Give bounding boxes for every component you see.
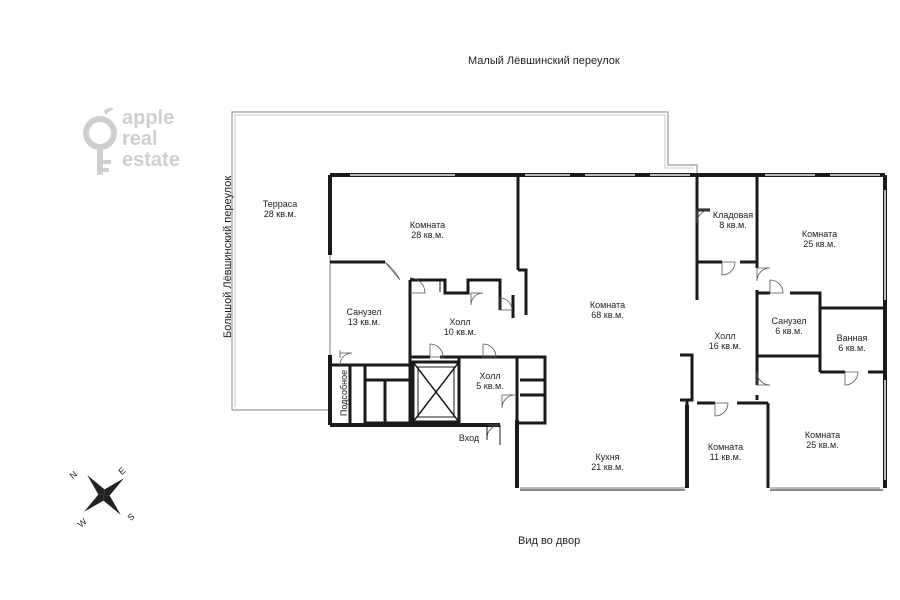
room-main-area: 68 кв.м. <box>591 310 624 320</box>
room-pantry: Кладовая 8 кв.м. <box>707 210 759 230</box>
room-hall-e: Холл 16 кв.м. <box>700 331 750 351</box>
room-nw-area: 28 кв.м. <box>411 230 444 240</box>
room-se-area: 25 кв.м. <box>806 440 839 450</box>
room-main-name: Комната <box>589 300 626 310</box>
room-hall-small-name: Холл <box>479 371 501 381</box>
compass-rose <box>84 475 124 515</box>
room-pantry-area: 8 кв.м. <box>719 220 747 230</box>
room-hall-e-area: 16 кв.м. <box>708 341 742 351</box>
door-swings <box>339 209 859 439</box>
room-nw: Комната 28 кв.м. <box>400 220 455 240</box>
room-kitchen-area: 21 кв.м. <box>591 462 624 472</box>
room-hall-e-name: Холл <box>714 331 736 341</box>
room-se-name: Комната <box>804 430 841 440</box>
room-utility-name: Подсобное <box>339 369 349 417</box>
room-utility: Подсобное <box>339 363 349 423</box>
room-bath-e-area: 6 кв.м. <box>775 326 803 336</box>
room-bath-e-name: Санузел <box>771 316 807 326</box>
room-hall-w-area: 10 кв.м. <box>443 327 477 337</box>
interior-walls <box>330 175 885 488</box>
room-nw-name: Комната <box>409 220 446 230</box>
street-left: Большой Лёвшинский переулок <box>222 175 234 338</box>
street-bottom: Вид во двор <box>518 535 581 547</box>
room-terrace-area: 28 кв.м. <box>263 209 297 219</box>
room-bath-w-area: 13 кв.м. <box>347 317 381 327</box>
logo-line-1: apple <box>122 107 175 129</box>
terrace-outline <box>231 111 698 411</box>
room-ne-name: Комната <box>801 229 838 239</box>
room-hall-small-area: 5 кв.м. <box>476 381 504 391</box>
logo-line-3: estate <box>122 149 180 171</box>
street-top: Малый Лёвшинский переулок <box>468 55 620 67</box>
logo-line-2: real <box>122 128 158 150</box>
room-s11-name: Комната <box>707 442 744 452</box>
windows <box>329 174 886 489</box>
room-bath-w: Санузел 13 кв.м. <box>338 307 390 327</box>
brand-logo: apple real estate <box>82 105 202 185</box>
entrance-label: Вход <box>458 433 480 443</box>
room-hall-w: Холл 10 кв.м. <box>435 317 485 337</box>
room-s11-area: 11 кв.м. <box>709 452 742 462</box>
room-se: Комната 25 кв.м. <box>795 430 850 450</box>
room-kitchen: Кухня 21 кв.м. <box>580 452 635 472</box>
room-bathroom-name: Ванная <box>836 333 868 343</box>
room-ne-area: 25 кв.м. <box>803 239 836 249</box>
logo-key-icon <box>83 107 117 175</box>
room-terrace-name: Терраса <box>262 199 298 209</box>
room-bathroom: Ванная 6 кв.м. <box>827 333 877 353</box>
room-pantry-name: Кладовая <box>712 210 754 220</box>
room-s11: Комната 11 кв.м. <box>698 442 753 462</box>
room-bathroom-area: 6 кв.м. <box>838 343 866 353</box>
room-terrace: Терраса 28 кв.м. <box>255 199 305 219</box>
room-bath-w-name: Санузел <box>346 307 382 317</box>
room-ne: Комната 25 кв.м. <box>792 229 847 249</box>
door-lines <box>439 280 501 445</box>
room-main: Комната 68 кв.м. <box>580 300 635 320</box>
room-hall-small: Холл 5 кв.м. <box>470 371 510 391</box>
room-kitchen-name: Кухня <box>595 452 620 462</box>
room-bath-e: Санузел 6 кв.м. <box>763 316 815 336</box>
room-hall-w-name: Холл <box>449 317 471 327</box>
